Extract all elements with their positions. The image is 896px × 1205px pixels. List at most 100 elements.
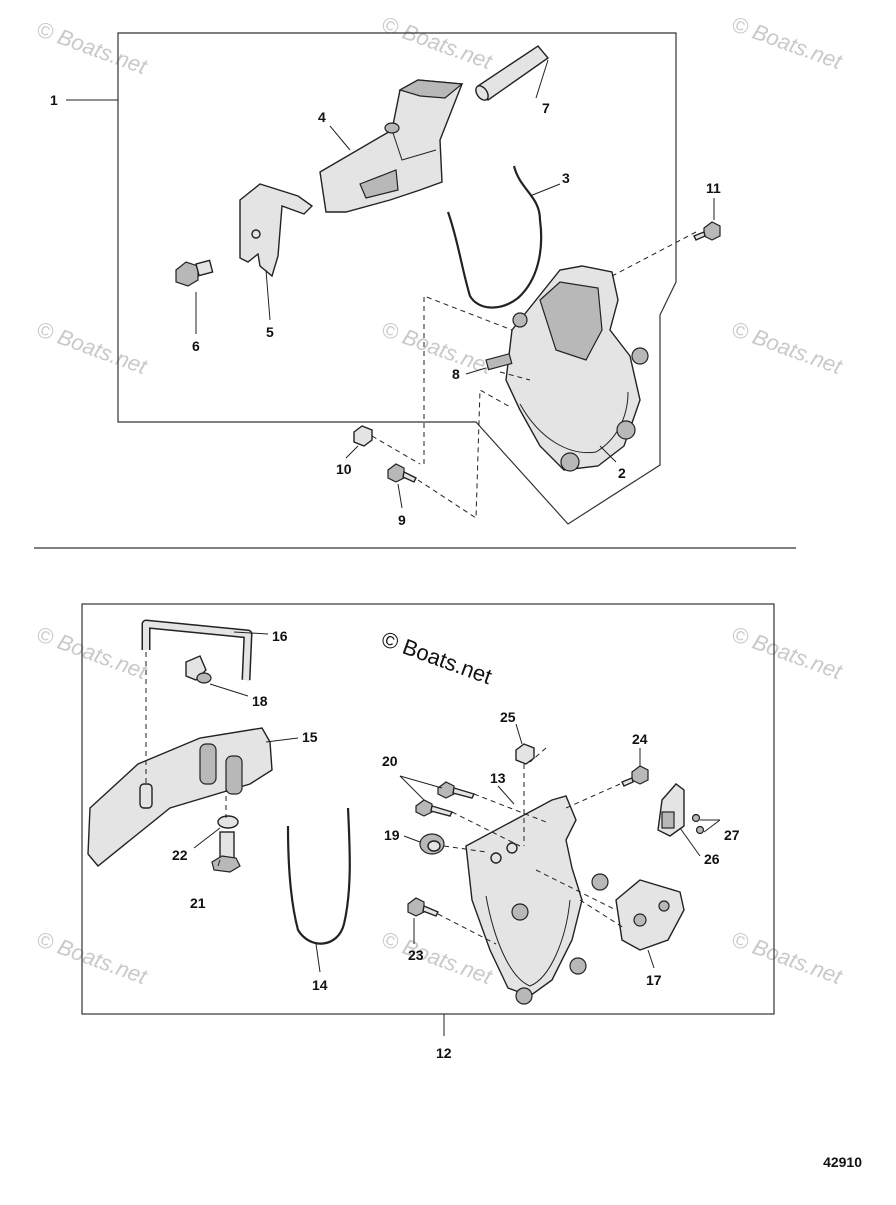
watermark: © Boats.net xyxy=(728,621,846,684)
part-16-u-tube-fill xyxy=(143,621,251,681)
part-5-bracket xyxy=(239,183,314,278)
part-19-grommet xyxy=(419,833,445,855)
part-17-switch-bracket xyxy=(615,879,685,951)
leader-dash xyxy=(437,913,497,945)
part-25-nut xyxy=(515,743,535,765)
leader-dash xyxy=(611,231,697,277)
callout-25: 25 xyxy=(500,709,516,725)
part-11-screw xyxy=(693,221,721,241)
callout-3: 3 xyxy=(562,170,570,186)
leader-line xyxy=(329,125,351,151)
callout-2: 2 xyxy=(618,465,626,481)
part-26-switch xyxy=(657,783,685,837)
part-10-nut xyxy=(353,425,373,447)
callout-23: 23 xyxy=(408,947,424,963)
leader-line xyxy=(315,943,321,973)
leader-line xyxy=(535,59,549,99)
bottom-assembly-frame xyxy=(81,603,775,1015)
leader-dash xyxy=(473,793,547,823)
callout-21: 21 xyxy=(190,895,206,911)
part-4-housing xyxy=(319,79,464,213)
callout-1: 1 xyxy=(50,92,58,108)
watermark: © Boats.net xyxy=(33,316,151,379)
watermark: © Boats.net xyxy=(33,926,151,989)
callout-14: 14 xyxy=(312,977,328,993)
callout-9: 9 xyxy=(398,512,406,528)
watermark: © Boats.net xyxy=(33,16,151,79)
callout-10: 10 xyxy=(336,461,352,477)
leader-dash xyxy=(529,747,547,763)
part-6-bolt xyxy=(175,259,214,287)
leader-dash xyxy=(371,435,421,465)
watermark: © Boats.net xyxy=(728,926,846,989)
leader-line xyxy=(647,949,655,969)
callout-13: 13 xyxy=(490,770,506,786)
leader-dash xyxy=(535,869,617,911)
part-20-screws xyxy=(415,781,475,817)
part-8-grommet xyxy=(485,353,513,371)
watermark: © Boats.net xyxy=(378,926,496,989)
part-7-pin xyxy=(475,45,550,101)
top-assembly-frame xyxy=(117,32,677,525)
part-13-base-plate xyxy=(465,795,609,1005)
leader-line xyxy=(515,723,523,745)
watermark: © Boats.net xyxy=(728,316,846,379)
watermark: © Boats.net xyxy=(378,11,496,74)
leader-line xyxy=(599,445,617,463)
callout-5: 5 xyxy=(266,324,274,340)
callout-26: 26 xyxy=(704,851,720,867)
leader-line xyxy=(265,737,299,743)
callout-16: 16 xyxy=(272,628,288,644)
leader-line xyxy=(399,775,425,801)
leader-line xyxy=(217,859,221,867)
leader-line xyxy=(233,631,269,635)
leader-dash xyxy=(443,845,487,853)
leader-line xyxy=(345,445,359,459)
watermark: © Boats.net xyxy=(728,11,846,74)
callout-7: 7 xyxy=(542,100,550,116)
leader-line xyxy=(399,775,443,789)
part-24-screw xyxy=(621,765,649,787)
part-22-washer xyxy=(217,815,239,829)
part-21-spacer-bolt xyxy=(211,831,241,873)
part-15-cover xyxy=(87,727,273,867)
part-14-wire xyxy=(286,807,351,945)
callout-6: 6 xyxy=(192,338,200,354)
part-2-base-plate xyxy=(505,265,649,472)
leader-dash xyxy=(451,811,521,847)
callout-17: 17 xyxy=(646,972,662,988)
watermark: © Boats.net xyxy=(33,621,151,684)
callout-24: 24 xyxy=(632,731,648,747)
callout-22: 22 xyxy=(172,847,188,863)
leader-line xyxy=(265,269,271,321)
callout-19: 19 xyxy=(384,827,400,843)
part-18-clip xyxy=(185,655,212,684)
leader-line xyxy=(397,483,403,509)
part-23-screw xyxy=(407,897,439,917)
leader-line xyxy=(679,827,701,857)
part-27-terminals xyxy=(691,813,705,835)
brand-caption: © Boats.net xyxy=(378,626,495,689)
callout-11: 11 xyxy=(706,180,721,196)
leader-dash xyxy=(565,783,621,809)
callout-18: 18 xyxy=(252,693,268,709)
part-9-screw xyxy=(387,463,417,483)
callout-27: 27 xyxy=(724,827,740,843)
callout-8: 8 xyxy=(452,366,460,382)
callout-20: 20 xyxy=(382,753,398,769)
callout-15: 15 xyxy=(302,729,318,745)
leader-line xyxy=(209,683,249,697)
leader-line xyxy=(497,785,515,805)
leader-line xyxy=(403,835,421,843)
part-3-wire xyxy=(446,165,543,309)
leader-line xyxy=(703,819,721,833)
leader-dash xyxy=(423,295,513,464)
leader-line xyxy=(465,367,487,375)
callout-12: 12 xyxy=(436,1045,452,1061)
leader-line xyxy=(193,827,221,849)
leader-line xyxy=(529,183,561,197)
reference-number: 42910 xyxy=(823,1154,862,1170)
leader-dash xyxy=(417,389,513,519)
